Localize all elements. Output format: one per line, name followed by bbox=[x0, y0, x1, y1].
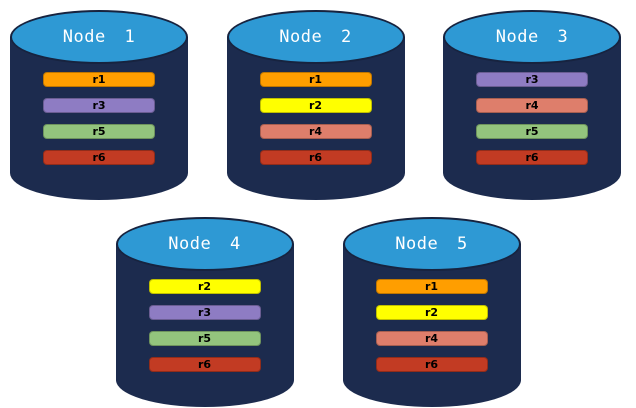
replica-bar: r2 bbox=[259, 98, 372, 113]
node-cylinder-4: Node 4 r2 r3 r5 r6 bbox=[115, 217, 294, 407]
node-cylinder-3: Node 3 r3 r4 r5 r6 bbox=[443, 10, 621, 200]
cylinder-body bbox=[226, 37, 405, 200]
replica-bar: r5 bbox=[476, 124, 588, 139]
cylinder-body bbox=[115, 244, 294, 407]
replica-bar: r4 bbox=[375, 331, 488, 346]
replica-bar: r1 bbox=[259, 72, 372, 87]
replica-bar: r6 bbox=[148, 357, 261, 372]
node-title: Node 2 bbox=[279, 27, 352, 47]
cylinder-top-ellipse: Node 5 bbox=[342, 217, 521, 271]
replica-bar: r1 bbox=[375, 279, 488, 294]
replica-bar: r2 bbox=[148, 279, 261, 294]
top-row: Node 1 r1 r3 r5 r6 Node 2 r1 r2 r4 r6 bbox=[0, 0, 636, 200]
node-cylinder-1: Node 1 r1 r3 r5 r6 bbox=[10, 10, 188, 200]
replica-bar: r3 bbox=[43, 98, 155, 113]
replica-bar-stack: r1 r2 r4 r6 bbox=[259, 72, 372, 165]
cylinder-body bbox=[10, 37, 188, 200]
node-title: Node 5 bbox=[395, 234, 468, 254]
replica-bar: r6 bbox=[375, 357, 488, 372]
node-cylinder-2: Node 2 r1 r2 r4 r6 bbox=[226, 10, 405, 200]
replica-bar-stack: r3 r4 r5 r6 bbox=[476, 72, 588, 165]
replica-bar: r3 bbox=[148, 305, 261, 320]
replica-bar-stack: r1 r2 r4 r6 bbox=[375, 279, 488, 372]
cylinder-top-ellipse: Node 3 bbox=[443, 10, 621, 64]
replica-bar: r5 bbox=[43, 124, 155, 139]
replica-bar: r6 bbox=[43, 150, 155, 165]
replica-bar: r3 bbox=[476, 72, 588, 87]
replica-bar-stack: r2 r3 r5 r6 bbox=[148, 279, 261, 372]
replica-bar: r4 bbox=[476, 98, 588, 113]
node-title: Node 4 bbox=[168, 234, 241, 254]
replica-bar-stack: r1 r3 r5 r6 bbox=[43, 72, 155, 165]
cylinder-top-ellipse: Node 1 bbox=[10, 10, 188, 64]
replica-bar: r1 bbox=[43, 72, 155, 87]
node-cylinder-5: Node 5 r1 r2 r4 r6 bbox=[342, 217, 521, 407]
bottom-row: Node 4 r2 r3 r5 r6 Node 5 r1 r2 r4 r6 bbox=[0, 217, 636, 407]
cylinder-top-ellipse: Node 2 bbox=[226, 10, 405, 64]
cylinder-body bbox=[342, 244, 521, 407]
node-title: Node 1 bbox=[62, 27, 136, 47]
node-title: Node 3 bbox=[495, 27, 569, 47]
replica-bar: r6 bbox=[476, 150, 588, 165]
replica-bar: r5 bbox=[148, 331, 261, 346]
replica-bar: r4 bbox=[259, 124, 372, 139]
replica-bar: r2 bbox=[375, 305, 488, 320]
cylinder-body bbox=[443, 37, 621, 200]
cylinder-top-ellipse: Node 4 bbox=[115, 217, 294, 271]
replica-bar: r6 bbox=[259, 150, 372, 165]
